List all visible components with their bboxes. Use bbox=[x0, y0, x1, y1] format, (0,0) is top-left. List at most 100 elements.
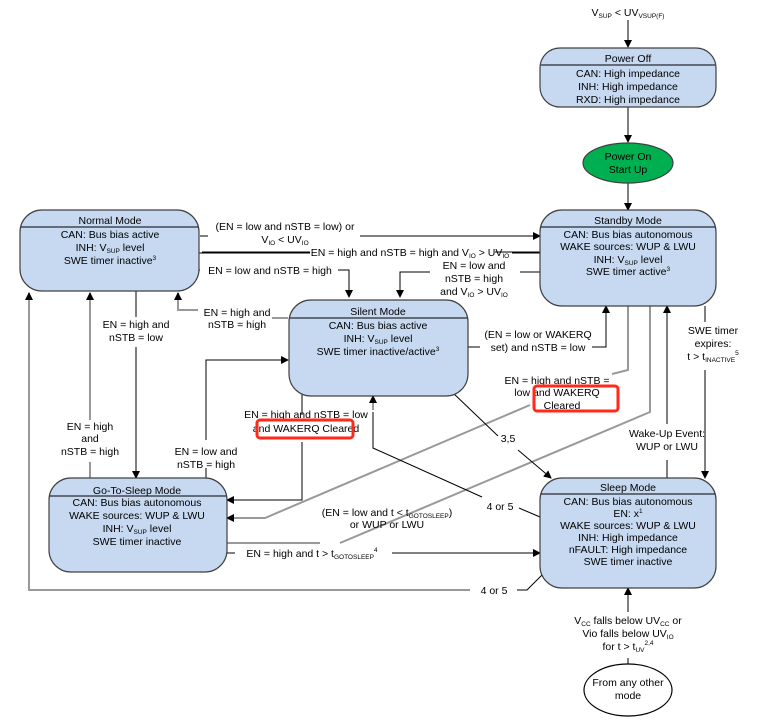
go-to-sleep-mode-line-3: INH: VSUP level bbox=[103, 523, 172, 536]
label-silent-to-sleep: 3,5 bbox=[501, 433, 516, 445]
label-standby-to-silent-3: and VIO > UVIO bbox=[440, 286, 508, 299]
gts-to-silent-arrow bbox=[205, 356, 289, 440]
transition-labels: VSUP < UVVSUP(F) (EN = low and nSTB = lo… bbox=[61, 7, 739, 654]
label-standby-to-normal-2: VIO < UVIO bbox=[261, 234, 308, 247]
sleep-mode-box bbox=[539, 477, 717, 589]
sleep-mode-line-1: CAN: Bus bias autonomous bbox=[564, 496, 693, 508]
power-off-line-1: CAN: High impedance bbox=[576, 68, 680, 80]
standby-to-silent-arrow bbox=[396, 271, 430, 298]
label-wakeup-event-1: Wake-Up Event: bbox=[629, 428, 705, 440]
label-any-to-sleep-1: VCC falls below UVCC or bbox=[574, 615, 682, 628]
label-normal-to-gts-2: nSTB = low bbox=[109, 332, 163, 344]
power-off-line-3: RXD: High impedance bbox=[576, 94, 680, 106]
state-power-off: Power Off CAN: High impedance INH: High … bbox=[539, 47, 717, 108]
state-normal-mode: Normal Mode CAN: Bus bias active INH: VS… bbox=[19, 209, 200, 292]
label-gts-to-normal-3: nSTB = high bbox=[61, 446, 119, 458]
label-normal-to-gts-1: EN = high and bbox=[103, 319, 170, 331]
silent-to-gts-arrow bbox=[226, 442, 303, 504]
state-sleep-mode: Sleep Mode CAN: Bus bias autonomous EN: … bbox=[539, 477, 717, 589]
power-off-box bbox=[539, 47, 717, 108]
silent-mode-box bbox=[288, 299, 469, 397]
label-standby-to-silent-1: EN = low and bbox=[443, 260, 506, 272]
sleep-mode-line-3: WAKE sources: WUP & LWU bbox=[560, 520, 696, 532]
sleep-silent-line bbox=[372, 412, 483, 498]
label-wakeup-event-2: WUP or LWU bbox=[636, 441, 698, 453]
label-standby-to-gts-3: Cleared bbox=[544, 400, 581, 412]
label-gts-to-normal-2: and bbox=[81, 433, 99, 445]
silent-to-standby-arrow bbox=[592, 305, 610, 348]
entry-label: VSUP < UVVSUP(F) bbox=[592, 7, 665, 20]
power-on-line-2: Start Up bbox=[609, 164, 648, 176]
state-go-to-sleep-mode: Go-To-Sleep Mode CAN: Bus bias autonomou… bbox=[48, 477, 228, 573]
label-sleep-to-silent: 4 or 5 bbox=[487, 501, 514, 513]
label-silent-to-standby-2: set) and nSTB = low bbox=[491, 342, 586, 354]
label-gts-to-silent-1: EN = low and bbox=[175, 446, 238, 458]
sleep-to-normal-arrow bbox=[25, 292, 470, 591]
standby-mode-line-4: SWE timer active3 bbox=[586, 266, 671, 278]
label-silent-to-gts-2: and WAKERQ Cleared bbox=[253, 423, 360, 435]
standby-to-gts-arrow bbox=[226, 404, 531, 522]
label-standby-to-gts-1: EN = high and nSTB = bbox=[504, 375, 609, 387]
go-to-sleep-mode-box bbox=[48, 477, 228, 573]
label-any-to-sleep-3: for t > tUV2,4 bbox=[602, 640, 653, 654]
normal-mode-box bbox=[19, 209, 200, 292]
label-swe-timer-3: t > tINACTIVE5 bbox=[687, 350, 739, 364]
label-standby-to-normal-1: (EN = low and nSTB = low) or bbox=[216, 221, 355, 233]
power-on-ellipse bbox=[582, 142, 674, 184]
sleep-mode-title: Sleep Mode bbox=[600, 482, 656, 494]
connectors bbox=[25, 20, 709, 668]
silent-to-normal-arrow bbox=[174, 292, 198, 311]
label-any-to-sleep-2: Vio falls below UVIO bbox=[582, 628, 673, 641]
label-standby-to-gts-2: low and WAKERQ bbox=[514, 387, 599, 399]
standby-mode-title: Standby Mode bbox=[594, 215, 662, 227]
sleep-mode-line-5: nFAULT: High impedance bbox=[569, 544, 687, 556]
label-silent-to-gts-1: EN = high and nSTB = low bbox=[244, 409, 368, 421]
sleep-mode-line-6: SWE timer inactive bbox=[584, 556, 673, 568]
any-other-mode-line-2: mode bbox=[615, 690, 641, 702]
label-standby-to-silent-2: nSTB = high bbox=[445, 273, 503, 285]
standby-gts-tail bbox=[611, 306, 629, 375]
highlight-wakerq-cleared-right bbox=[532, 384, 620, 413]
go-to-sleep-mode-line-2: WAKE sources: WUP & LWU bbox=[69, 510, 205, 522]
sleep-silent-tail bbox=[518, 507, 541, 518]
standby-mode-line-1: CAN: Bus bias autonomous bbox=[564, 229, 693, 241]
label-silent-to-standby-1: (EN = low or WAKERQ bbox=[484, 329, 591, 341]
silent-sleep-line bbox=[451, 391, 499, 437]
standby-mode-line-2: WAKE sources: WUP & LWU bbox=[560, 241, 696, 253]
any-other-mode-line-1: From any other bbox=[592, 677, 664, 689]
label-gts-to-standby-1: (EN = low and t < tGOTOSLEEP) bbox=[322, 507, 452, 520]
state-standby-mode: Standby Mode CAN: Bus bias autonomous WA… bbox=[539, 209, 717, 307]
label-gts-to-normal-1: EN = high bbox=[67, 421, 114, 433]
go-to-sleep-mode-title: Go-To-Sleep Mode bbox=[93, 485, 181, 497]
go-to-sleep-mode-line-4: SWE timer inactive bbox=[93, 536, 182, 548]
label-gts-to-standby-2: or WUP or LWU bbox=[350, 519, 424, 531]
silent-mode-line-3: SWE timer inactive/active3 bbox=[317, 346, 440, 358]
standby-mode-line-3: INH: VSUP level bbox=[594, 254, 663, 267]
silent-mode-line-1: CAN: Bus bias active bbox=[329, 320, 428, 332]
normal-mode-line-1: CAN: Bus bias active bbox=[61, 229, 160, 241]
gts-to-standby-line bbox=[339, 299, 654, 544]
label-sleep-to-normal: 4 or 5 bbox=[481, 585, 508, 597]
standby-mode-box bbox=[539, 209, 717, 307]
state-any-other-mode: From any other mode bbox=[583, 663, 673, 717]
label-gts-to-sleep: EN = high and t > tGOTOSLEEP4 bbox=[246, 547, 378, 561]
label-silent-to-normal-2: nSTB = high bbox=[208, 319, 266, 331]
any-other-mode-ellipse bbox=[583, 663, 673, 717]
sleep-mode-line-4: INH: High impedance bbox=[578, 532, 678, 544]
label-normal-to-silent: EN = low and nSTB = high bbox=[208, 265, 332, 277]
label-swe-timer-1: SWE timer bbox=[688, 325, 739, 337]
label-normal-to-standby: EN = high and nSTB = high and VIO > UVIO bbox=[311, 247, 510, 260]
normal-mode-title: Normal Mode bbox=[78, 215, 141, 227]
power-off-title: Power Off bbox=[605, 53, 652, 65]
power-off-line-2: INH: High impedance bbox=[578, 81, 678, 93]
label-gts-to-silent-2: nSTB = high bbox=[177, 459, 235, 471]
go-to-sleep-mode-line-1: CAN: Bus bias autonomous bbox=[73, 497, 202, 509]
state-power-on: Power On Start Up bbox=[582, 142, 674, 184]
highlight-wakerq-cleared-left bbox=[255, 418, 355, 440]
sleep-mode-line-2: EN: x1 bbox=[613, 508, 643, 520]
silent-mode-title: Silent Mode bbox=[350, 306, 406, 318]
label-silent-to-normal-1: EN = high and bbox=[204, 307, 271, 319]
power-on-line-1: Power On bbox=[605, 151, 652, 163]
silent-to-sleep-arrow bbox=[517, 449, 552, 479]
